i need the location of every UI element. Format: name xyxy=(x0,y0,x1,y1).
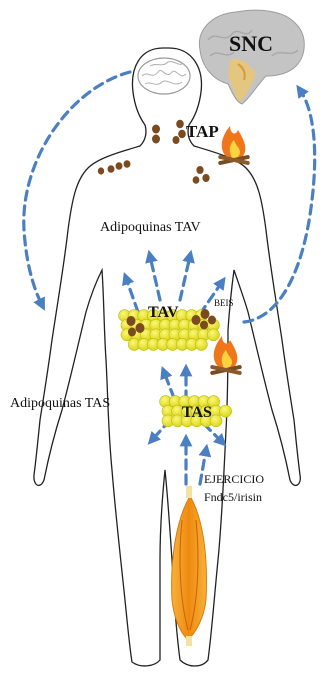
muscle-icon xyxy=(172,486,207,646)
label-tap: TAP xyxy=(186,122,219,142)
label-adipoquinas-tas: Adipoquinas TAS xyxy=(10,396,110,412)
label-fndc5-irisin: Fndc5/irisin xyxy=(204,490,262,505)
arrow-tas-up-2 xyxy=(164,372,174,398)
head-brain-icon xyxy=(138,58,190,94)
fat-cell xyxy=(207,329,219,341)
body-outline xyxy=(34,48,300,666)
flame-icon-tap xyxy=(218,126,250,165)
arrow-brain-to-left xyxy=(24,72,130,305)
fat-cell xyxy=(195,338,207,350)
fat-cell xyxy=(220,405,232,417)
label-beis: BEIS xyxy=(214,298,234,308)
label-tas: TAS xyxy=(182,404,212,422)
arrow-tav-up-2 xyxy=(150,256,160,300)
arrow-tav-up-1 xyxy=(126,278,138,312)
brain-icon xyxy=(199,10,304,104)
label-adipoquinas-tav: Adipoquinas TAV xyxy=(100,220,201,236)
flame-icon-tav xyxy=(210,336,242,375)
label-ejercicio: EJERCICIO xyxy=(204,472,264,487)
label-tav: TAV xyxy=(148,304,179,322)
label-snc: SNC xyxy=(229,31,273,57)
arrow-tav-to-brain xyxy=(244,90,315,322)
arrow-tav-up-3 xyxy=(180,256,190,300)
